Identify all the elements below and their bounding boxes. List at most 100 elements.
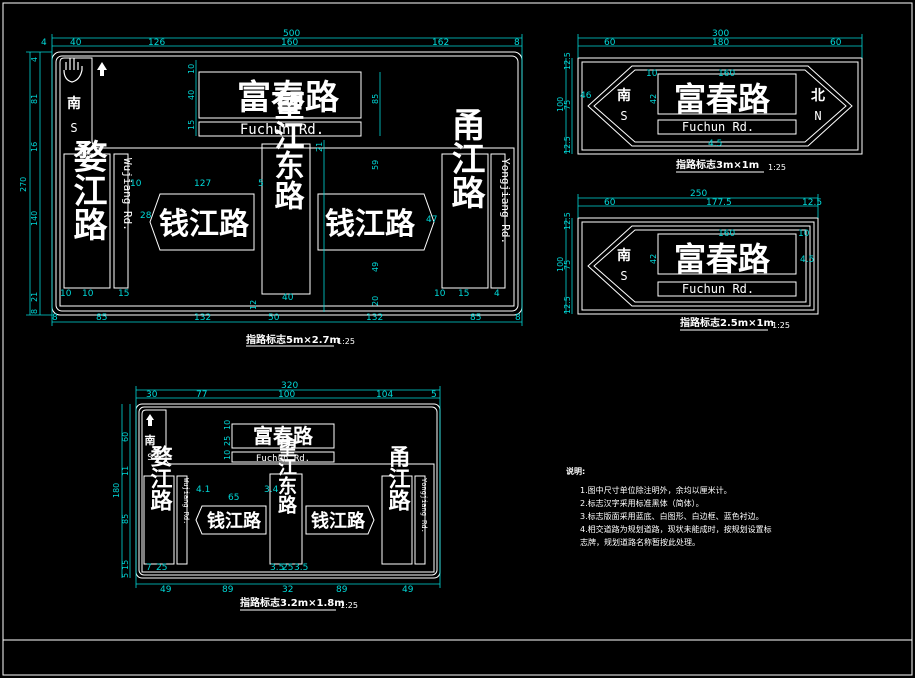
sign-b-scale: 1:25 <box>768 163 786 172</box>
sign-c-dimension-lines <box>565 194 819 314</box>
sign-b-dim-top: 180 <box>712 38 729 48</box>
notes-item: 4.相交道路为规划道路，现状未能成时，按规划设置标 <box>580 524 772 534</box>
sign-d-inner-dim: 65 <box>228 493 239 503</box>
sign-d-north-road-en-box <box>231 451 335 463</box>
sign-c-arrow-panel-inner <box>593 229 807 303</box>
sign-b-dim-left: 12.5 <box>563 136 572 154</box>
sign-a-mid-left-arrow-box <box>149 193 255 251</box>
sign-d-inner-dim: 25 <box>223 436 232 446</box>
sign-a-dim-left: 4 <box>30 57 39 62</box>
sign-a-dim-left: 16 <box>30 142 39 152</box>
hand-pointing-icon <box>63 58 83 83</box>
sign-a-dim-bottom: 85 <box>96 313 107 323</box>
notes-heading: 说明: <box>566 466 585 476</box>
sign-d-inner-dim: 25 <box>156 563 167 573</box>
sign-b-dim-total-width: 300 <box>712 29 729 39</box>
sign-d-dim-top: 104 <box>376 390 393 400</box>
sign-c-inner-dim: 160 <box>718 229 735 239</box>
sign-d-mid-left-arrow-box <box>195 505 267 535</box>
sign-a-center-cn: 望江东路 <box>269 90 305 210</box>
sign-d-south-en: S <box>147 453 152 463</box>
sign-d-dim-left: 60 <box>121 432 130 442</box>
sign-c-road-en-box <box>657 281 797 297</box>
sign-a-west-road-en: Wujiang Rd. <box>121 158 134 231</box>
sign-d-dim-top: 100 <box>278 390 295 400</box>
sign-d-dim-top: 77 <box>196 390 207 400</box>
sign-a-inner-border <box>55 55 519 312</box>
sign-d-dim-bottom: 89 <box>336 585 348 595</box>
sign-a-inner-dim: 15 <box>118 289 129 299</box>
north-arrow-icon <box>97 62 107 76</box>
sign-a-dim-top: 4 <box>41 38 47 48</box>
sign-d-west-road-en: Wujiang Rd. <box>182 478 190 524</box>
sign-d-dim-left: 85 <box>121 514 130 524</box>
sign-a-dim-bottom: 8 <box>515 313 521 323</box>
sign-b <box>577 57 863 155</box>
sign-b-inner-border <box>581 61 859 151</box>
sign-d-west-en-box <box>176 475 188 565</box>
sign-d-north-road-cn: 富春路 <box>253 424 314 448</box>
sign-d-inner-border <box>138 406 438 576</box>
sign-b-road-box <box>657 73 797 115</box>
sign-c-south-en: S <box>620 269 627 283</box>
sign-a-west-en-box <box>113 153 129 289</box>
north-arrow-icon <box>146 414 154 426</box>
sign-a-inner-dim: 10 <box>130 179 142 189</box>
sign-d-dim-bottom: 32 <box>282 585 293 595</box>
sign-a-dim-top: 8 <box>514 38 520 48</box>
sign-d-inner-dim: 4.1 <box>196 485 210 495</box>
sign-a-west-road-cn: 婺江路 <box>67 139 107 241</box>
sign-a-east-box <box>441 153 489 289</box>
sign-c-title: 指路标志2.5m×1m <box>680 316 774 329</box>
sign-a-inner-dim: 40 <box>282 293 294 303</box>
sign-d-dim-bottom: 89 <box>222 585 234 595</box>
sign-c-inner-dim: 42 <box>649 254 658 264</box>
sign-d-mid-left-cn: 钱江路 <box>207 510 262 532</box>
sign-d-scale: 1:25 <box>340 601 358 610</box>
sign-d-dim-left: 15 <box>121 560 130 570</box>
sign-a-west-box <box>63 153 111 289</box>
sign-a-dim-bottom: 50 <box>268 313 280 323</box>
sign-b-inner-dim: 4.5 <box>708 139 722 149</box>
sign-a-dim-bottom: 132 <box>194 313 211 323</box>
sign-d-inner-dim: 25 <box>282 563 293 573</box>
sign-a-inner-dim: 15 <box>187 120 196 130</box>
sign-a-inner-dim: 10 <box>60 289 72 299</box>
sign-a-inner-dim: 47 <box>426 215 437 225</box>
sign-b-dim-top: 60 <box>604 38 616 48</box>
sign-b-south-en: S <box>620 109 627 123</box>
sign-a-dim-top: 160 <box>281 38 298 48</box>
sign-d-dim-top: 5 <box>431 390 437 400</box>
sign-a-center-box <box>261 143 311 295</box>
sign-d-dim-left: 11 <box>121 466 130 476</box>
sign-a-north-road-en-box <box>198 121 362 137</box>
sign-d-east-en-box <box>414 475 426 565</box>
sign-b-dim-top: 60 <box>830 38 842 48</box>
sign-d-north-road-en: Fuchun Rd. <box>256 454 310 464</box>
sign-c-dim-left: 75 <box>563 260 572 270</box>
sign-b-north-cn: 北 <box>811 88 825 104</box>
sign-a-dim-left: 8 <box>30 309 39 314</box>
sign-c-dim-top: 12.5 <box>802 198 822 208</box>
sign-a-inner-dim: 49 <box>371 262 380 272</box>
sign-a-dim-left: 140 <box>30 211 39 226</box>
sign-d-south-cn: 南 <box>145 433 156 447</box>
sign-d-west-box <box>143 475 175 565</box>
sign-c-arrow-panel <box>587 225 811 307</box>
sign-d-dim-left: 5 <box>121 573 130 578</box>
sign-a-dim-total-height: 270 <box>19 177 28 192</box>
sign-d-center-box <box>269 473 303 565</box>
sign-d-dim-bottom: 49 <box>160 585 172 595</box>
sign-a-mid-right-arrow-box <box>317 193 435 251</box>
sign-a-dimension-lines <box>26 34 523 326</box>
sign-c-dim-left: 12.5 <box>563 212 572 230</box>
sign-a-south-cn: 南 <box>67 95 81 112</box>
sign-d-dim-height: 180 <box>112 483 121 498</box>
sign-c-road-cn: 富春路 <box>674 240 771 278</box>
sign-d-center-cn: 望江东路 <box>275 437 297 515</box>
sign-d-east-box <box>381 475 413 565</box>
sign-a-inner-dim: 85 <box>371 94 380 104</box>
sign-c-outer-border <box>577 217 819 315</box>
sign-b-dimension-lines <box>565 34 863 154</box>
